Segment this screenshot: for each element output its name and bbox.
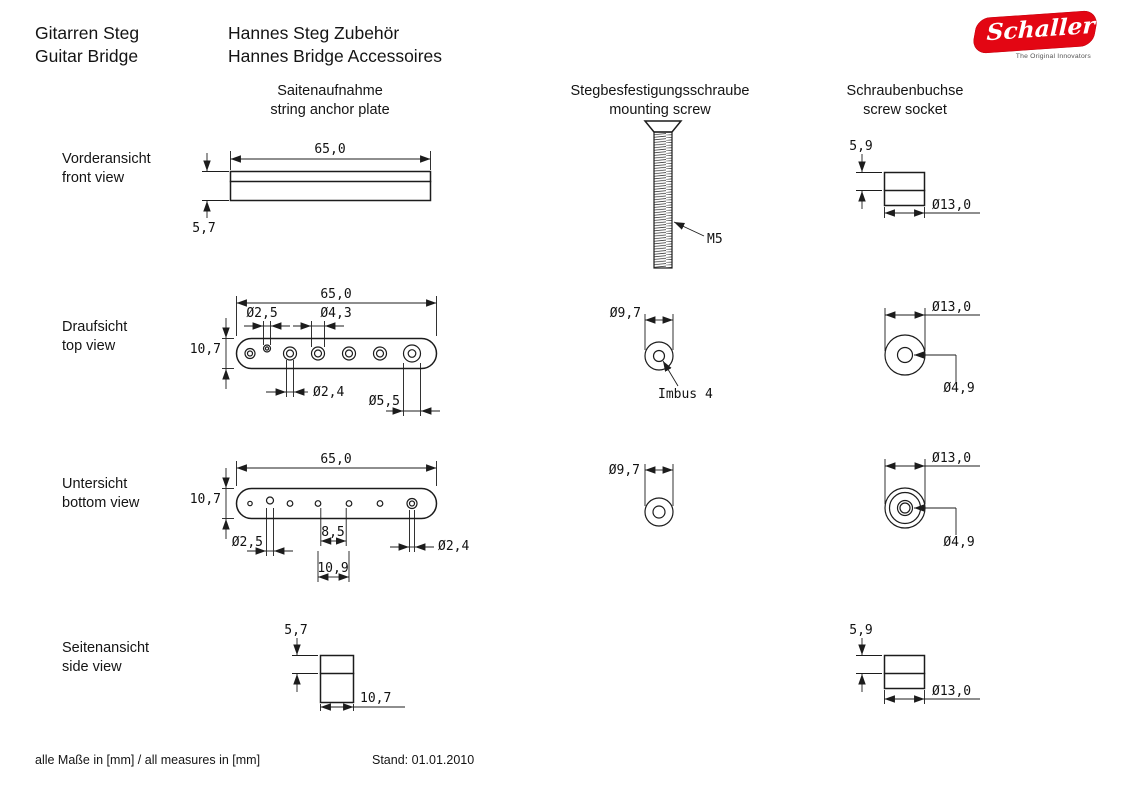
row-label-side-view-de: Seitenansicht bbox=[62, 640, 150, 656]
schaller-logo: Schaller The Original Innovators bbox=[970, 9, 1100, 61]
dim-plate-top-hole-small: Ø2,5 bbox=[246, 306, 277, 321]
screw-front-view-drawing: M5 bbox=[643, 120, 723, 269]
row-label-top-view-de: Draufsicht bbox=[62, 319, 128, 335]
dim-screw-head-bottom: Ø9,7 bbox=[609, 463, 640, 478]
product-subtitle-en: Hannes Bridge Accessoires bbox=[228, 46, 442, 66]
product-title: Gitarren Steg Guitar Bridge bbox=[35, 22, 139, 68]
dim-plate-top-hole-large: Ø4,3 bbox=[320, 306, 351, 321]
dim-socket-top-bore: Ø4,9 bbox=[943, 381, 974, 396]
row-label-side-view: Seitenansicht side view bbox=[62, 639, 149, 677]
dim-socket-side-diameter: Ø13,0 bbox=[932, 684, 971, 699]
revision-date-note: Stand: 01.01.2010 bbox=[372, 753, 475, 767]
screw-bottom-view-drawing: Ø9,7 bbox=[609, 463, 674, 527]
dim-plate-bottom-spacing-2: 10,9 bbox=[317, 561, 348, 576]
product-subtitle-de: Hannes Steg Zubehör bbox=[228, 23, 400, 43]
dim-screw-head-top: Ø9,7 bbox=[610, 306, 641, 321]
column-header-screw-socket-de: Schraubenbuchse bbox=[846, 83, 964, 99]
dim-plate-top-hole-bottom: Ø2,4 bbox=[313, 385, 344, 400]
column-header-mounting-screw: Stegbesfestigungsschraube mounting screw bbox=[555, 82, 765, 120]
dim-plate-top-width: 10,7 bbox=[190, 342, 221, 357]
row-label-top-view-en: top view bbox=[62, 338, 116, 354]
row-label-bottom-view-de: Untersicht bbox=[62, 476, 128, 492]
plate-top-view-drawing: 65,0 Ø2,5 Ø4,3 10,7 bbox=[190, 287, 440, 416]
dim-socket-top-diameter: Ø13,0 bbox=[932, 300, 971, 315]
column-header-anchor-plate: Saitenaufnahme string anchor plate bbox=[230, 82, 430, 120]
row-label-bottom-view-en: bottom view bbox=[62, 495, 140, 511]
product-subtitle: Hannes Steg Zubehör Hannes Bridge Access… bbox=[228, 22, 442, 68]
column-header-anchor-plate-en: string anchor plate bbox=[270, 102, 390, 118]
product-title-en: Guitar Bridge bbox=[35, 46, 139, 66]
dim-plate-bottom-length: 65,0 bbox=[320, 452, 351, 467]
row-label-front-view-en: front view bbox=[62, 170, 125, 186]
plate-front-view-drawing: 65,0 5,7 bbox=[192, 142, 432, 236]
product-title-de: Gitarren Steg bbox=[35, 23, 140, 43]
dim-plate-side-width: 10,7 bbox=[360, 691, 391, 706]
measures-note: alle Maße in [mm] / all measures in [mm] bbox=[35, 753, 261, 767]
dim-socket-bottom-diameter: Ø13,0 bbox=[932, 451, 971, 466]
dim-plate-bottom-hole-left: Ø2,5 bbox=[232, 535, 263, 550]
row-label-top-view: Draufsicht top view bbox=[62, 318, 127, 356]
dim-plate-bottom-spacing-1: 8,5 bbox=[321, 525, 344, 540]
row-label-front-view: Vorderansicht front view bbox=[62, 150, 151, 188]
dim-socket-front-height: 5,9 bbox=[849, 139, 872, 154]
row-label-side-view-en: side view bbox=[62, 659, 122, 675]
dim-plate-bottom-width: 10,7 bbox=[190, 492, 221, 507]
socket-bottom-view-drawing: Ø13,0 Ø4,9 bbox=[884, 451, 980, 550]
schaller-tagline: The Original Innovators bbox=[1015, 53, 1091, 61]
column-header-screw-socket-en: screw socket bbox=[863, 102, 947, 118]
column-header-mounting-screw-en: mounting screw bbox=[609, 102, 711, 118]
socket-front-view-drawing: 5,9 Ø13,0 bbox=[849, 139, 980, 218]
dim-socket-side-height: 5,9 bbox=[849, 623, 872, 638]
socket-top-view-drawing: Ø13,0 Ø4,9 bbox=[884, 300, 980, 396]
label-screw-hex-socket: Imbus 4 bbox=[658, 387, 713, 402]
dim-plate-top-counterbore: Ø5,5 bbox=[369, 394, 400, 409]
row-label-bottom-view: Untersicht bottom view bbox=[62, 475, 139, 513]
plate-side-view-drawing: 5,7 10,7 bbox=[284, 623, 405, 711]
dim-socket-front-diameter: Ø13,0 bbox=[932, 198, 971, 213]
dim-plate-bottom-hole-right: Ø2,4 bbox=[438, 539, 469, 554]
column-header-mounting-screw-de: Stegbesfestigungsschraube bbox=[570, 83, 750, 99]
screw-top-view-drawing: Ø9,7 Imbus 4 bbox=[610, 306, 713, 402]
dim-plate-front-height: 5,7 bbox=[192, 221, 215, 236]
dim-plate-front-length: 65,0 bbox=[314, 142, 345, 157]
column-header-anchor-plate-de: Saitenaufnahme bbox=[277, 83, 383, 99]
dim-plate-side-height: 5,7 bbox=[284, 623, 307, 638]
dim-screw-thread: M5 bbox=[707, 232, 723, 247]
plate-bottom-view-drawing: 65,0 10,7 Ø2,5 8,5 10, bbox=[190, 452, 469, 582]
socket-side-view-drawing: 5,9 Ø13,0 bbox=[849, 623, 980, 704]
column-header-screw-socket: Schraubenbuchse screw socket bbox=[805, 82, 1005, 120]
row-label-front-view-de: Vorderansicht bbox=[62, 151, 151, 167]
dim-socket-bottom-bore: Ø4,9 bbox=[943, 535, 974, 550]
dim-plate-top-length: 65,0 bbox=[320, 287, 351, 302]
